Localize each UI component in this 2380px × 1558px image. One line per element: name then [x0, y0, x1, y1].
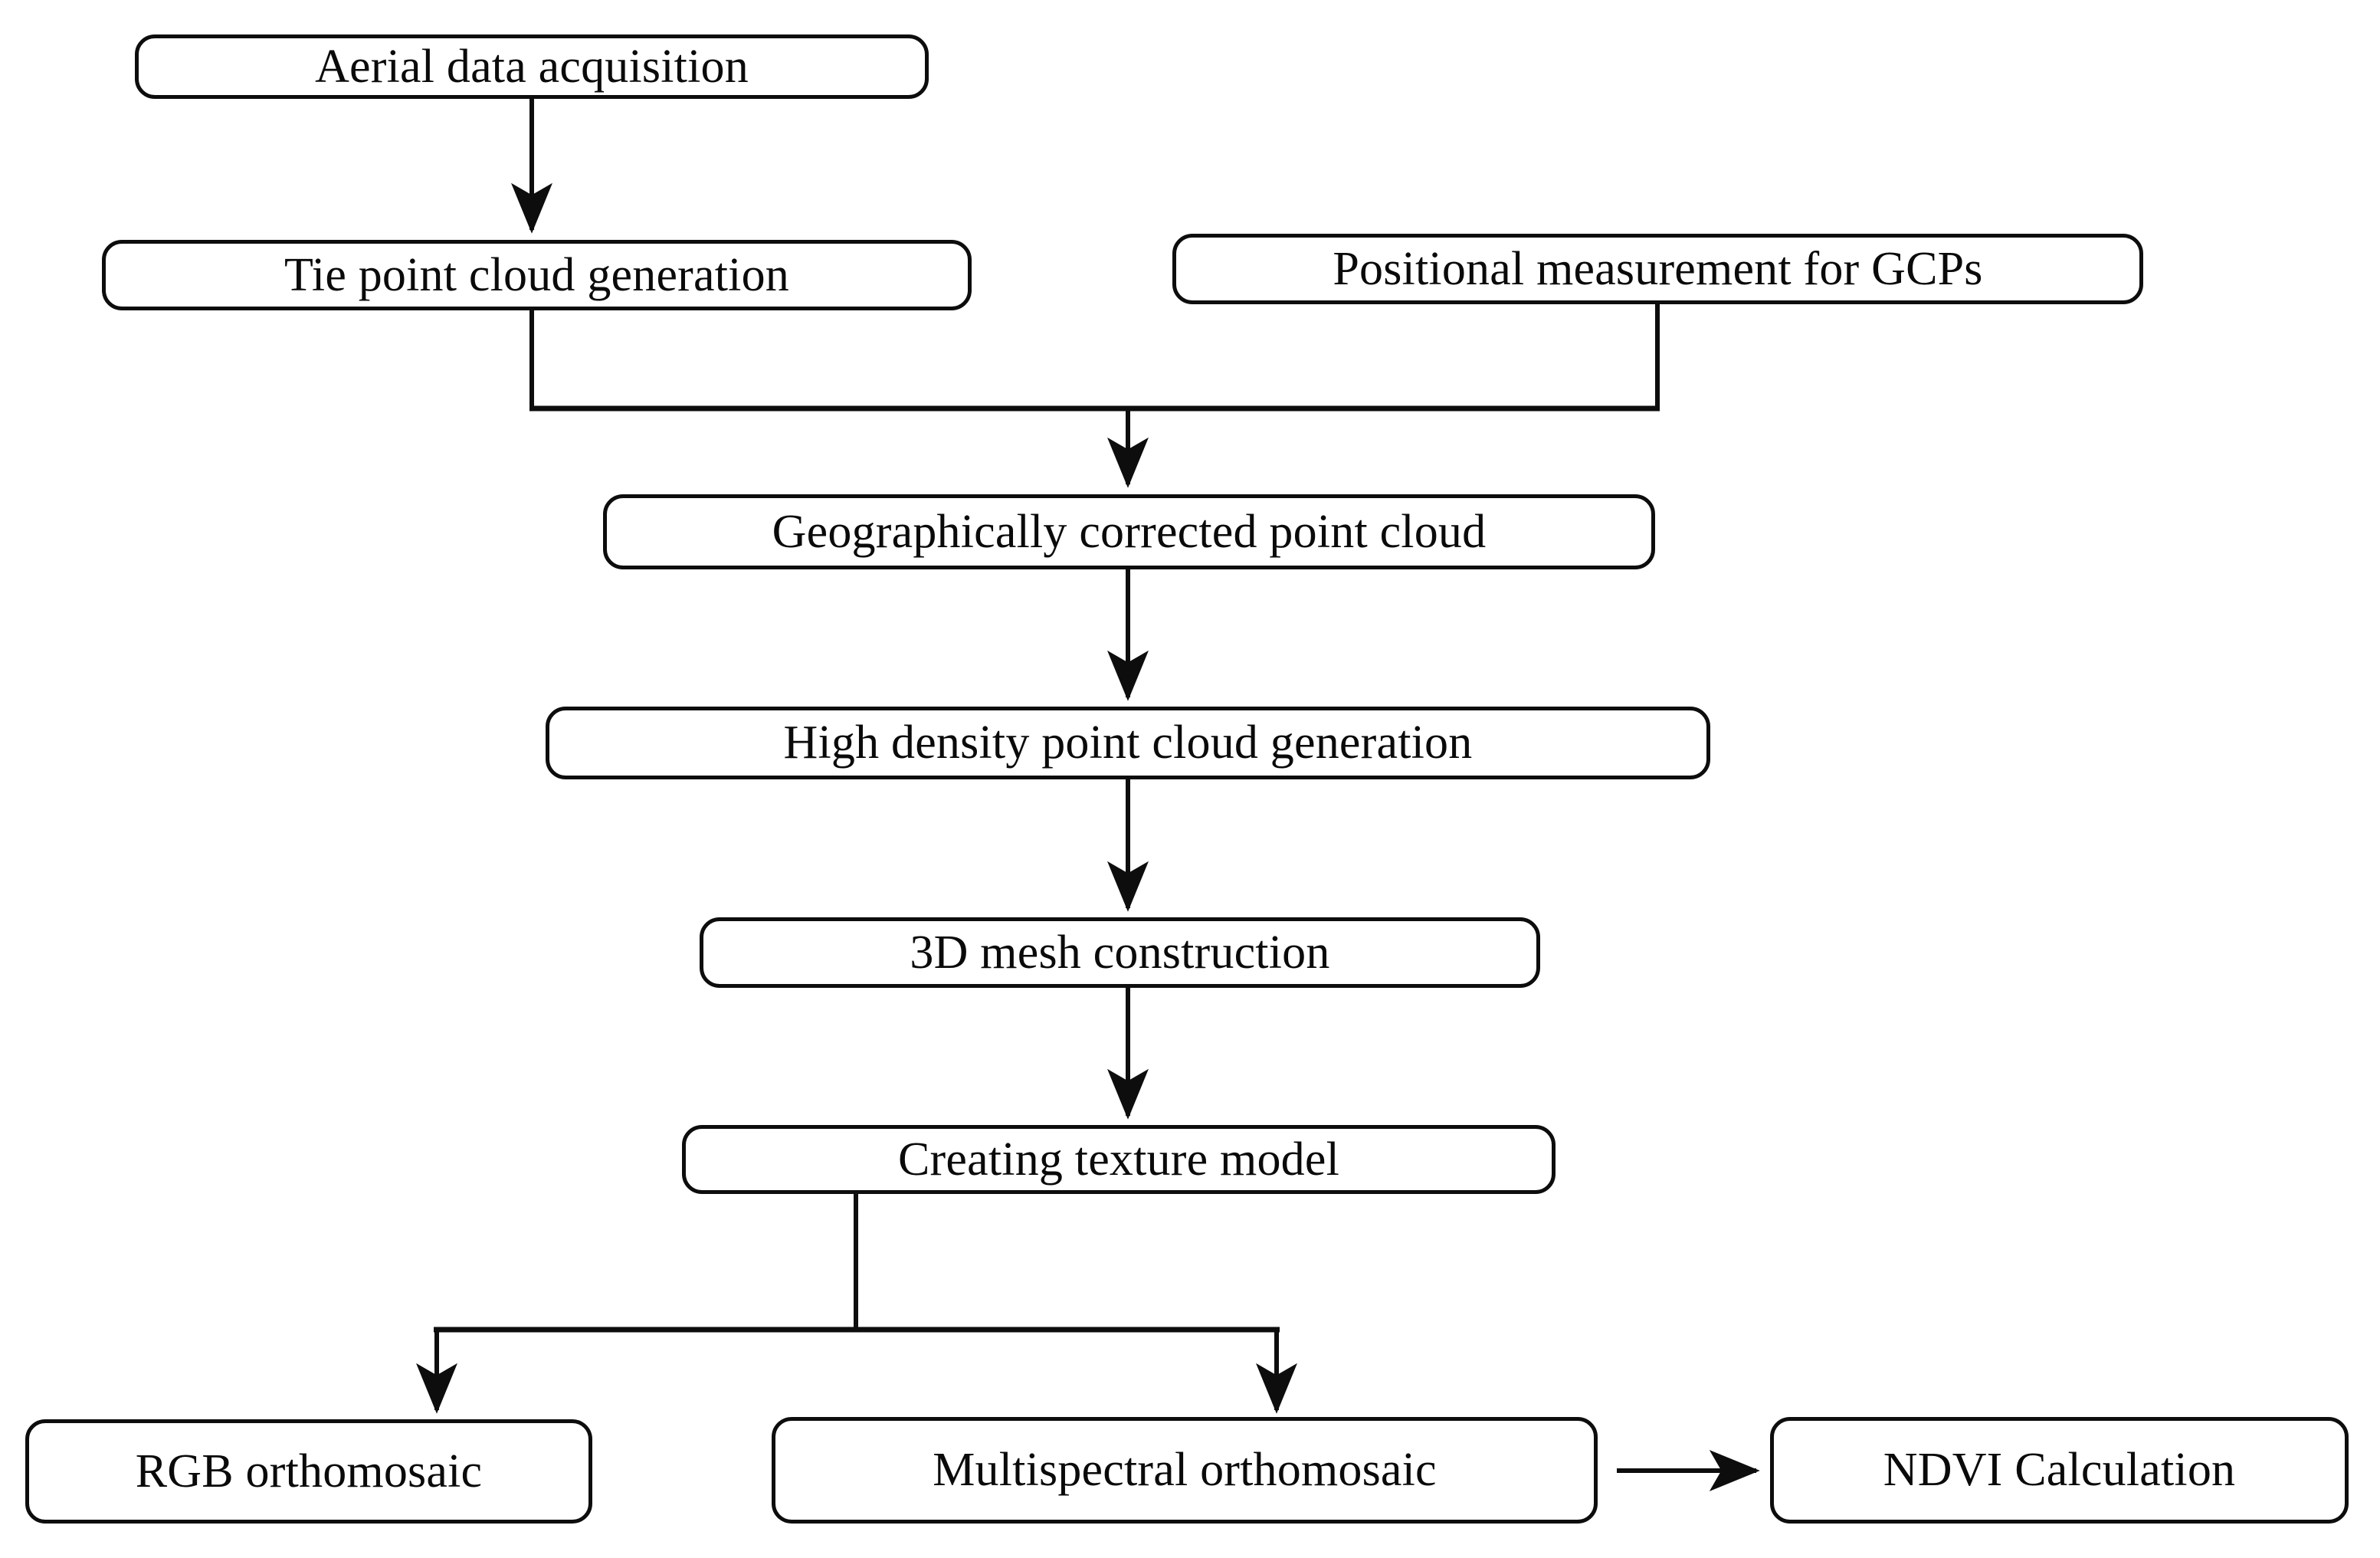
- node-label: 3D mesh construction: [910, 926, 1330, 979]
- node-label: High density point cloud generation: [783, 717, 1473, 769]
- node-label: Tie point cloud generation: [284, 248, 789, 301]
- node-high-density-point-cloud-generation[interactable]: High density point cloud generation: [546, 707, 1710, 779]
- node-label: Positional measurement for GCPs: [1333, 242, 1983, 295]
- node-label: NDVI Calculation: [1883, 1444, 2236, 1497]
- connector-texture-split: [416, 1194, 1297, 1414]
- node-label: Geographically corrected point cloud: [772, 505, 1487, 558]
- node-ndvi-calculation[interactable]: NDVI Calculation: [1770, 1417, 2349, 1524]
- node-label: Aerial data acquisition: [315, 40, 749, 93]
- connector-merge-to-geo: [529, 304, 1660, 488]
- node-multispectral-orthomosaic[interactable]: Multispectral orthomosaic: [772, 1417, 1598, 1524]
- node-positional-measurement-for-gcps[interactable]: Positional measurement for GCPs: [1172, 234, 2143, 304]
- node-label: Multispectral orthomosaic: [933, 1444, 1437, 1497]
- node-label: Creating texture model: [898, 1133, 1339, 1186]
- node-creating-texture-model[interactable]: Creating texture model: [682, 1125, 1556, 1194]
- node-geographically-corrected-point-cloud[interactable]: Geographically corrected point cloud: [603, 494, 1655, 569]
- node-aerial-data-acquisition[interactable]: Aerial data acquisition: [135, 34, 929, 99]
- node-3d-mesh-construction[interactable]: 3D mesh construction: [700, 917, 1540, 988]
- node-tie-point-cloud-generation[interactable]: Tie point cloud generation: [102, 240, 972, 310]
- node-label: RGB orthomosaic: [135, 1445, 483, 1497]
- node-rgb-orthomosaic[interactable]: RGB orthomosaic: [25, 1419, 592, 1524]
